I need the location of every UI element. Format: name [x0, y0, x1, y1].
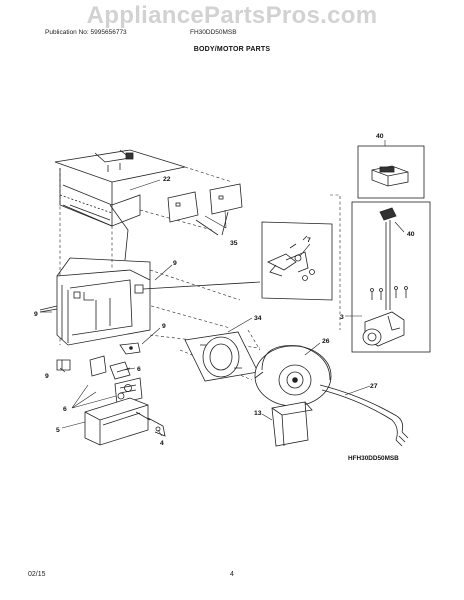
watermark: AppliancePartsPros.com: [86, 2, 378, 29]
callout-9-upper: 9: [173, 260, 177, 267]
callout-22: 22: [163, 176, 171, 183]
model-number: FH30DD50MSB: [190, 29, 237, 36]
wire-connector: [135, 411, 166, 437]
damper-inset-top: [357, 145, 425, 199]
section-title: BODY/MOTOR PARTS: [193, 46, 271, 53]
publication-number: Publication No: 5995656773: [45, 29, 127, 36]
exhaust-duct: [271, 401, 313, 447]
callout-34: 34: [254, 315, 262, 322]
blower-housing: [184, 331, 332, 407]
callout-26: 26: [322, 338, 330, 345]
relay-inset: [261, 221, 333, 301]
callout-7: 7: [307, 237, 311, 244]
canopy-panel: [54, 149, 186, 261]
leader-lines: [40, 140, 405, 437]
main-body: [39, 257, 261, 355]
callout-9-mid: 9: [162, 323, 166, 330]
control-box: [84, 397, 149, 446]
callout-3: 3: [340, 314, 344, 321]
callout-27: 27: [370, 383, 378, 390]
mount-bracket: [56, 359, 71, 371]
page-number: 4: [230, 571, 234, 578]
callout-4: 4: [160, 440, 164, 447]
callout-6-left: 6: [63, 406, 67, 413]
callout-13: 13: [254, 410, 262, 417]
footer-date: 02/15: [28, 571, 46, 578]
power-cord: [319, 384, 409, 447]
diagram-code: HFH30DD50MSB: [348, 455, 399, 462]
motor-inset: [351, 201, 431, 353]
callout-5: 5: [56, 427, 60, 434]
callout-9-left: 9: [34, 311, 38, 318]
callout-40-right: 40: [407, 231, 415, 238]
filter-panels: [167, 183, 243, 236]
switch-assembly: [89, 355, 143, 405]
callout-40-top: 40: [376, 133, 384, 140]
callout-6-right: 6: [137, 366, 141, 373]
callout-35: 35: [230, 240, 238, 247]
callout-9-lower: 9: [45, 373, 49, 380]
